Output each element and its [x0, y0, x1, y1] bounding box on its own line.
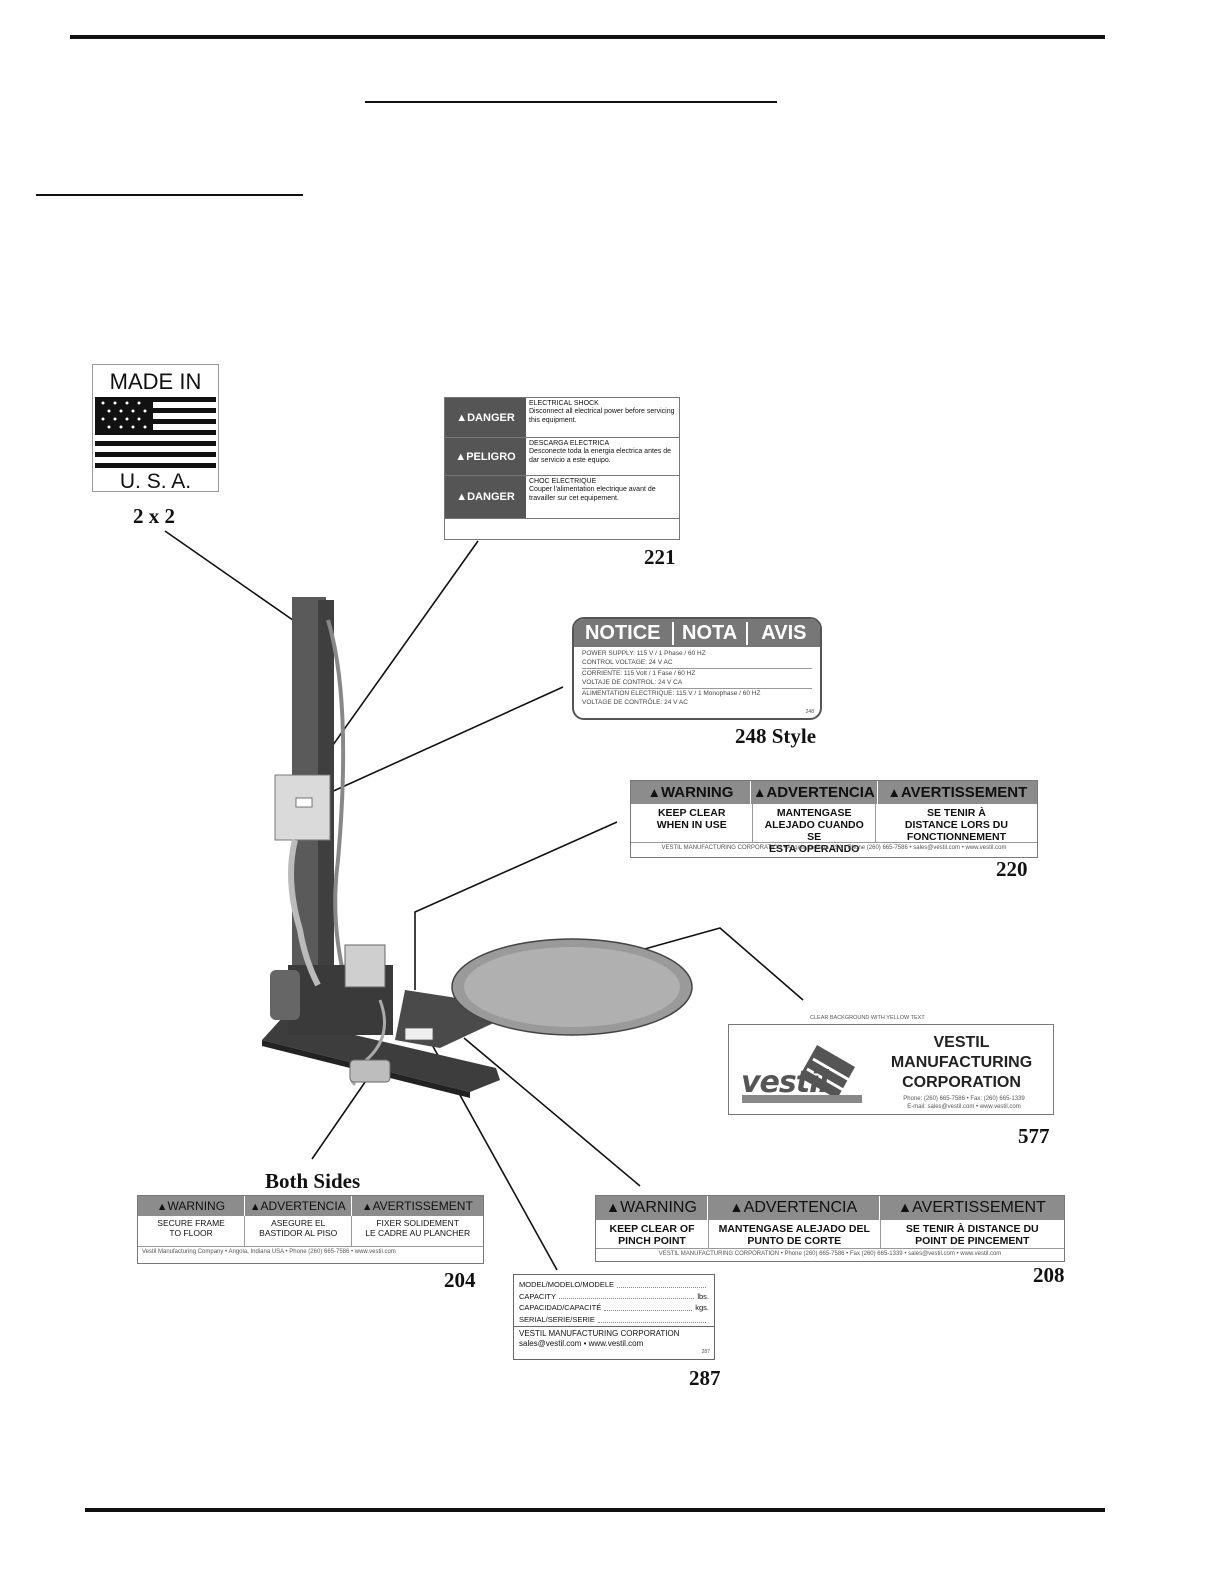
label-220-text-fr: SE TENIR À DISTANCE LORS DU FONCTIONNEME…	[876, 804, 1037, 842]
label-204-text-fr: FIXER SOLIDEMENT LE CADRE AU PLANCHER	[352, 1216, 483, 1246]
label-221-row: ▲DANGER ELECTRICAL SHOCK Disconnect all …	[445, 398, 679, 438]
label-204-header-warning: WARNING	[167, 1199, 225, 1213]
label-204-body: SECURE FRAME TO FLOOR ASEGURE EL BASTIDO…	[138, 1216, 483, 1246]
label-221-text: DESCARGA ELECTRICA Desconecte toda la en…	[526, 438, 679, 475]
warning-triangle-icon: ▲	[648, 785, 661, 800]
label-208-body: KEEP CLEAR OF PINCH POINT MANTENGASE ALE…	[596, 1220, 1064, 1248]
label-220-text-en: KEEP CLEAR WHEN IN USE	[631, 804, 753, 842]
warning-triangle-icon: ▲	[456, 412, 467, 424]
label-220-header-avertissement: AVERTISSEMENT	[901, 784, 1027, 801]
label-220-body: KEEP CLEAR WHEN IN USE MANTENGASE ALEJAD…	[631, 804, 1037, 842]
label-577-company: VESTIL MANUFACTURING CORPORATION	[874, 1033, 1049, 1093]
label-204-header-avertissement: AVERTISSEMENT	[373, 1199, 473, 1213]
label-220-text-es: MANTENGASE ALEJADO CUANDO SE ESTA OPERAN…	[753, 804, 875, 842]
warning-triangle-icon: ▲	[898, 1200, 912, 1216]
warning-triangle-icon: ▲	[362, 1201, 373, 1213]
label-220-header-advertencia: ADVERTENCIA	[766, 784, 874, 801]
label-287-field: CAPACITY lbs.	[519, 1291, 709, 1303]
warning-triangle-icon: ▲	[606, 1200, 620, 1216]
label-221: ▲DANGER ELECTRICAL SHOCK Disconnect all …	[444, 397, 680, 540]
label-248-line: VOLTAJE DE CONTROL: 24 V CA	[582, 678, 812, 688]
label-248-header-avis: AVIS	[748, 622, 820, 645]
label-220-header-warning: WARNING	[661, 784, 734, 801]
label-204-footer: Vestil Manufacturing Company • Angola, I…	[138, 1246, 483, 1257]
label-287-field-label: MODEL/MODELO/MODELE	[519, 1279, 614, 1291]
label-221-row: ▲PELIGRO DESCARGA ELECTRICA Desconecte t…	[445, 438, 679, 476]
warning-triangle-icon: ▲	[729, 1200, 743, 1216]
label-208-header: ▲WARNING ▲ADVERTENCIA ▲AVERTISSEMENT	[596, 1196, 1064, 1220]
label-577-contact: Phone: (260) 665-7586 • Fax: (260) 665-1…	[879, 1095, 1049, 1112]
label-221-signal: DANGER	[467, 491, 515, 503]
label-204: ▲WARNING ▲ADVERTENCIA ▲AVERTISSEMENT SEC…	[137, 1195, 484, 1264]
label-248-header: NOTICE NOTA AVIS	[574, 619, 820, 647]
label-208-text-en: KEEP CLEAR OF PINCH POINT	[596, 1220, 709, 1248]
label-221-text: ELECTRICAL SHOCK Disconnect all electric…	[526, 398, 679, 437]
warning-triangle-icon: ▲	[250, 1201, 261, 1213]
label-287-field-label: CAPACIDAD/CAPACITÉ	[519, 1302, 601, 1314]
label-204-header-advertencia: ADVERTENCIA	[261, 1199, 346, 1213]
label-287-contact: sales@vestil.com • www.vestil.com	[519, 1339, 709, 1349]
caption-2x2: 2 x 2	[133, 504, 175, 529]
label-208-text-es: MANTENGASE ALEJADO DEL PUNTO DE CORTE	[709, 1220, 881, 1248]
label-221-row: ▲DANGER CHOC ELECTRIQUE Couper l'aliment…	[445, 476, 679, 519]
label-577-note: CLEAR BACKGROUND WITH YELLOW TEXT	[810, 1015, 925, 1021]
label-221-text: CHOC ELECTRIQUE Couper l'alimentation el…	[526, 476, 679, 518]
warning-triangle-icon: ▲	[753, 785, 766, 800]
label-248-body: POWER SUPPLY: 115 V / 1 Phase / 60 HZ CO…	[574, 647, 820, 710]
label-208-header-advertencia: ADVERTENCIA	[744, 1199, 858, 1216]
label-248-line: CONTROL VOLTAGE: 24 V AC	[582, 658, 812, 668]
label-287-field-unit: kgs.	[695, 1302, 709, 1314]
label-287-fields: MODEL/MODELO/MODELE CAPACITY lbs. CAPACID…	[514, 1275, 714, 1326]
caption-220: 220	[996, 857, 1028, 882]
caption-287: 287	[689, 1366, 721, 1391]
label-248-line: ALIMENTATION ELECTRIQUE: 115 V / 1 Monop…	[582, 689, 812, 698]
label-577: vestil VESTIL MANUFACTURING CORPORATION …	[728, 1024, 1054, 1115]
label-248-header-nota: NOTA	[674, 622, 748, 645]
label-287: MODEL/MODELO/MODELE CAPACITY lbs. CAPACID…	[513, 1274, 715, 1360]
label-208-header-warning: WARNING	[620, 1199, 697, 1216]
label-204-text-es: ASEGURE EL BASTIDOR AL PISO	[245, 1216, 352, 1246]
made-in-usa-label: MADE IN U. S. A.	[92, 364, 219, 492]
label-221-signal: DANGER	[467, 412, 515, 424]
label-248-line: VOLTAGE DE CONTRÔLE: 24 V AC	[582, 698, 812, 707]
label-208-text-fr: SE TENIR À DISTANCE DU POINT DE PINCEMEN…	[881, 1220, 1065, 1248]
label-208-footer: VESTIL MANUFACTURING CORPORATION • Phone…	[596, 1248, 1064, 1259]
label-287-field-label: SERIAL/SERIE/SERIE	[519, 1314, 595, 1326]
label-221-signal: PELIGRO	[466, 451, 516, 463]
caption-221: 221	[644, 545, 676, 570]
label-204-header: ▲WARNING ▲ADVERTENCIA ▲AVERTISSEMENT	[138, 1196, 483, 1216]
warning-triangle-icon: ▲	[887, 785, 900, 800]
label-204-text-en: SECURE FRAME TO FLOOR	[138, 1216, 245, 1246]
us-flag-icon	[95, 397, 216, 469]
label-287-company: VESTIL MANUFACTURING CORPORATION	[519, 1329, 709, 1339]
label-220-header: ▲WARNING ▲ADVERTENCIA ▲AVERTISSEMENT	[631, 781, 1037, 804]
caption-577: 577	[1018, 1124, 1050, 1149]
warning-triangle-icon: ▲	[157, 1201, 168, 1213]
caption-204: 204	[444, 1268, 476, 1293]
warning-triangle-icon: ▲	[455, 451, 466, 463]
label-287-field-label: CAPACITY	[519, 1291, 556, 1303]
label-248-line: CORRIENTE: 115 Volt / 1 Fase / 60 HZ	[582, 669, 812, 678]
label-248-line: POWER SUPPLY: 115 V / 1 Phase / 60 HZ	[582, 649, 812, 658]
vestil-logo: vestil	[737, 1039, 867, 1109]
warning-triangle-icon: ▲	[456, 491, 467, 503]
label-248-code: 248	[806, 709, 814, 715]
usa-text: U. S. A.	[93, 470, 218, 494]
label-287-code: 287	[702, 1349, 710, 1355]
label-287-field-unit: lbs.	[697, 1291, 709, 1303]
caption-both-sides: Both Sides	[265, 1169, 360, 1194]
caption-248-style: 248 Style	[735, 724, 816, 749]
label-248-header-notice: NOTICE	[574, 622, 674, 645]
label-287-field: SERIAL/SERIE/SERIE	[519, 1314, 709, 1326]
label-208-header-avertissement: AVERTISSEMENT	[912, 1199, 1046, 1216]
label-287-footer: VESTIL MANUFACTURING CORPORATION sales@v…	[514, 1326, 714, 1352]
label-248: NOTICE NOTA AVIS POWER SUPPLY: 115 V / 1…	[572, 617, 822, 720]
vestil-logo-text: vestil	[741, 1065, 828, 1100]
label-287-field: MODEL/MODELO/MODELE	[519, 1279, 709, 1291]
made-in-text: MADE IN	[93, 369, 218, 395]
caption-208: 208	[1033, 1263, 1065, 1288]
label-287-field: CAPACIDAD/CAPACITÉ kgs.	[519, 1302, 709, 1314]
label-208: ▲WARNING ▲ADVERTENCIA ▲AVERTISSEMENT KEE…	[595, 1195, 1065, 1262]
label-220: ▲WARNING ▲ADVERTENCIA ▲AVERTISSEMENT KEE…	[630, 780, 1038, 858]
